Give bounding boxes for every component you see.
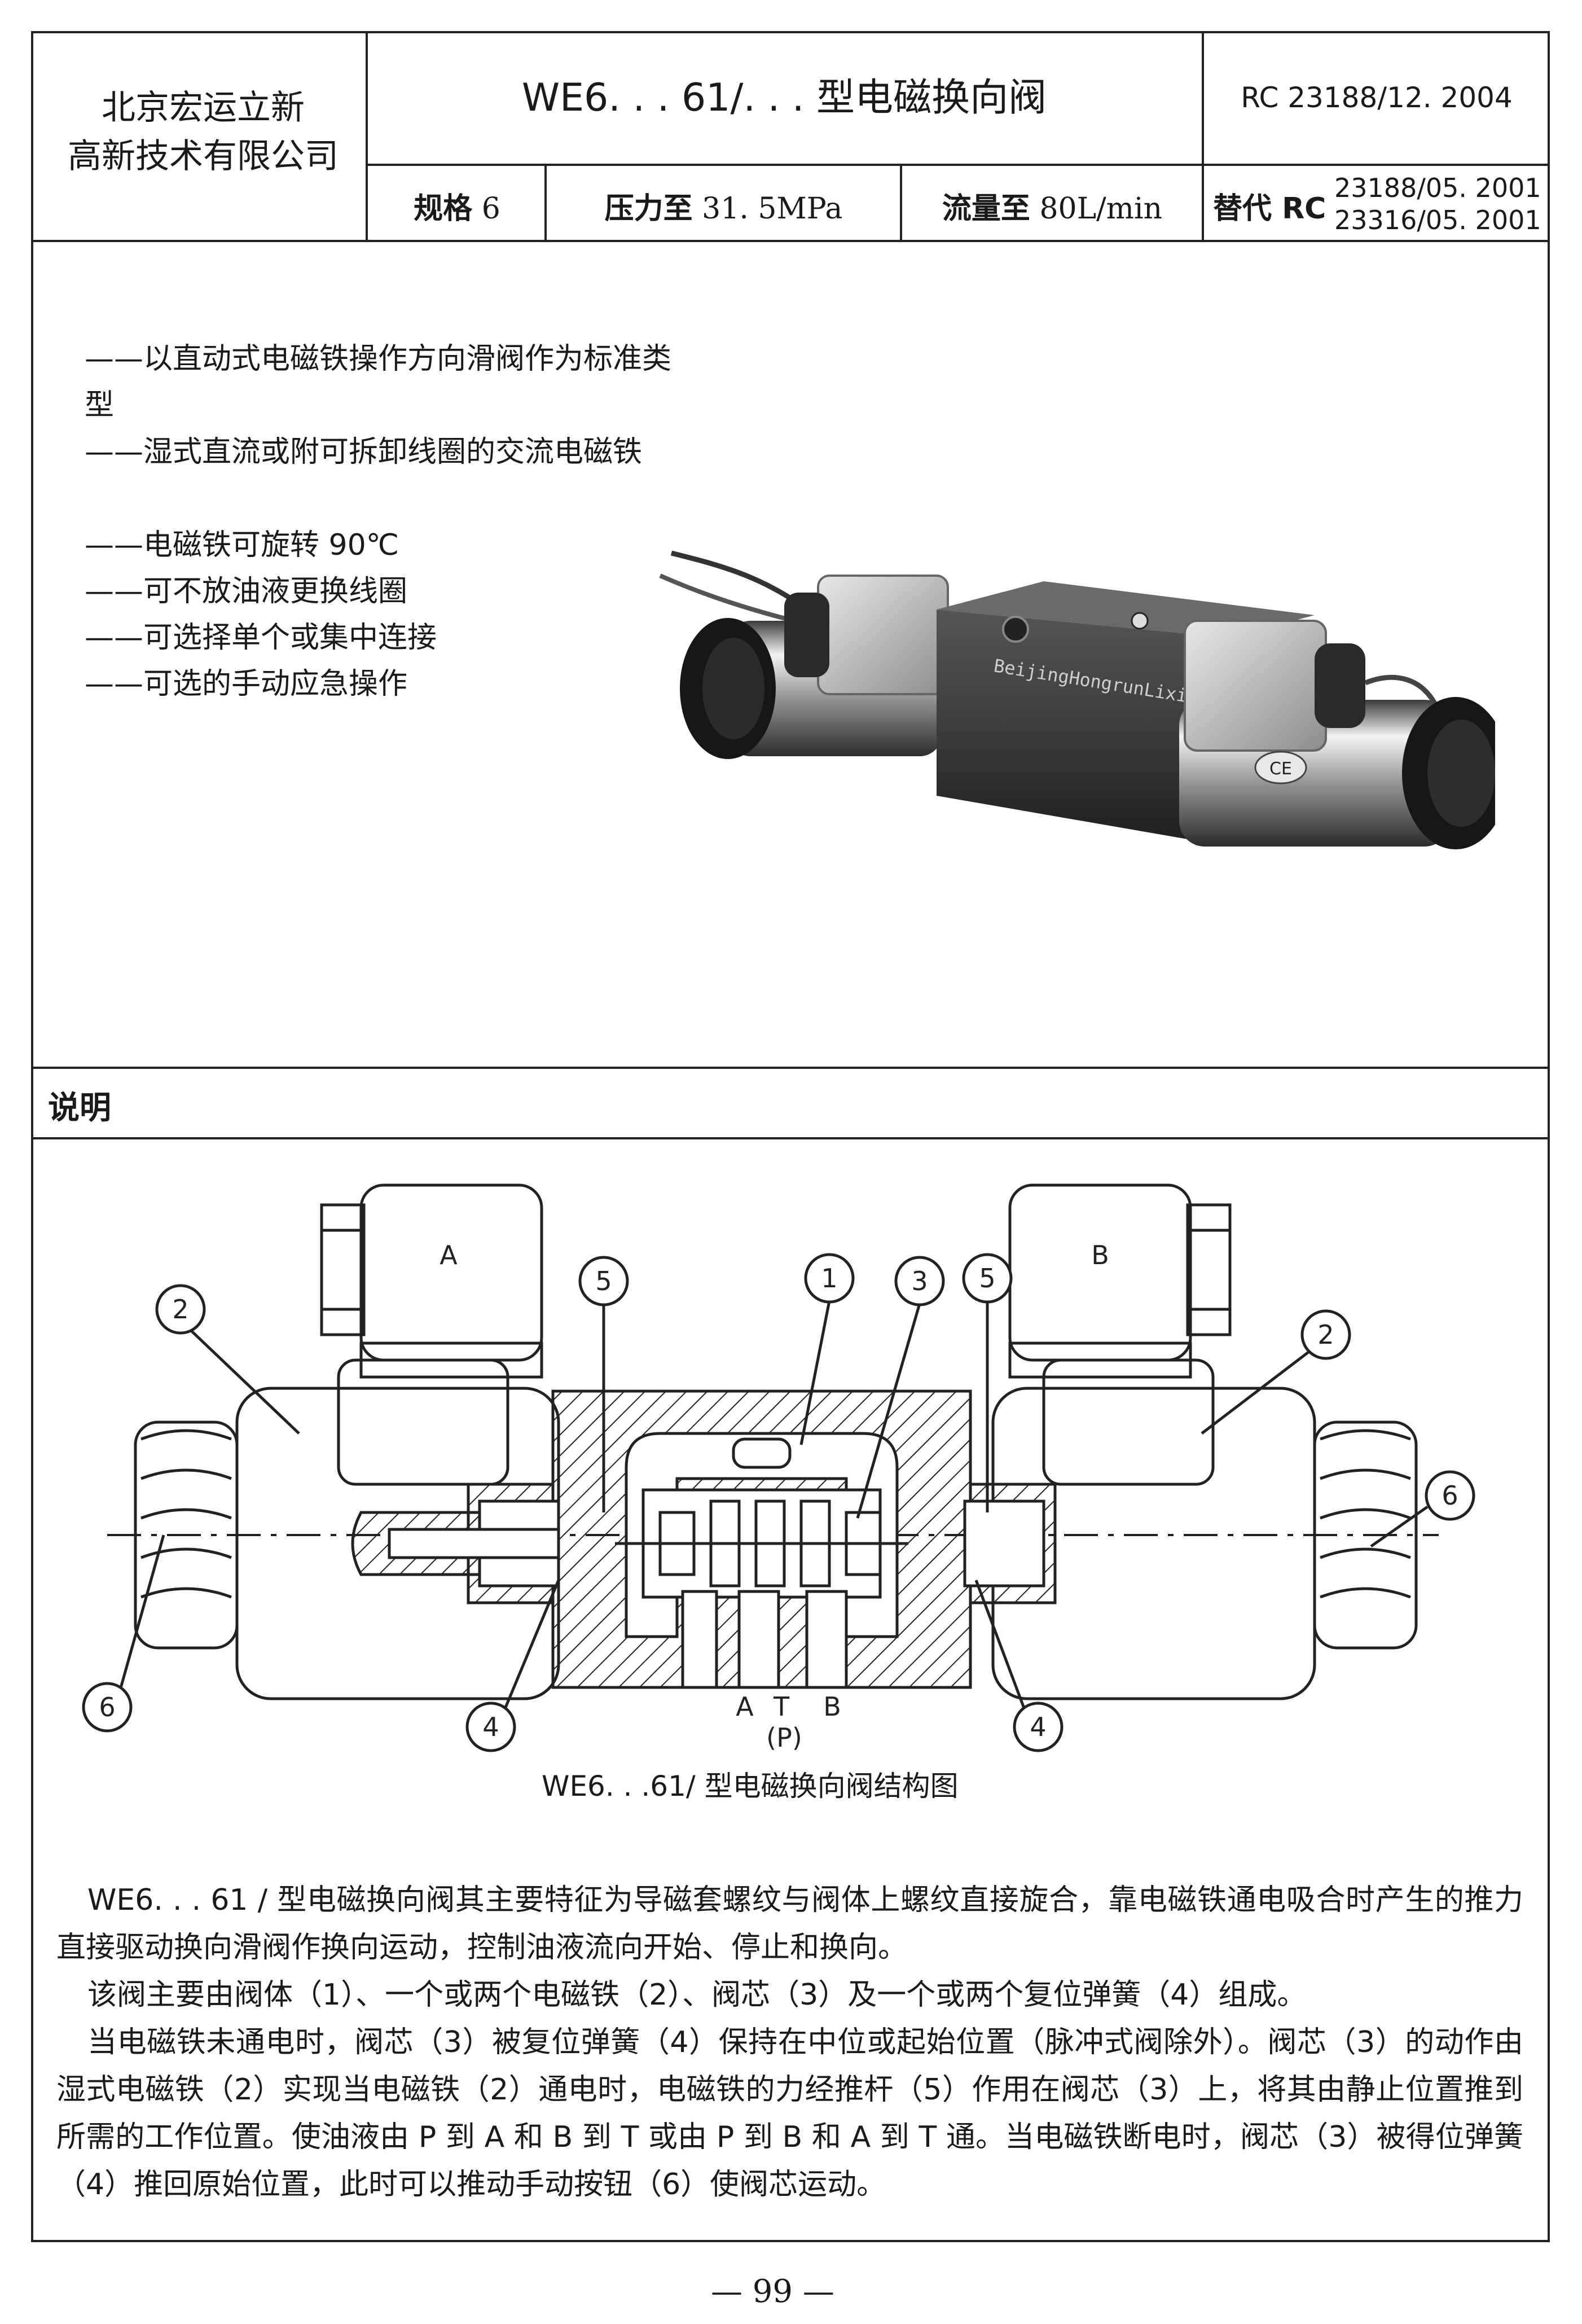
feature-item: ——湿式直流或附可拆卸线圈的交流电磁铁 <box>85 435 643 469</box>
feature-item: ——可选择单个或集中连接 <box>85 621 437 655</box>
section-bottom-rule <box>31 1137 1550 1139</box>
flow-value: 80L/min <box>1039 192 1163 226</box>
svg-text:5: 5 <box>595 1266 612 1296</box>
replaces-2: 23316/05. 2001 <box>1334 205 1541 235</box>
svg-text:2: 2 <box>172 1294 188 1325</box>
pressure-label: 压力至 <box>604 192 693 226</box>
solenoid-a-label: A <box>440 1240 458 1270</box>
callout-4-left <box>465 1702 516 1752</box>
svg-text:6: 6 <box>99 1692 115 1722</box>
svg-text:5: 5 <box>979 1263 995 1293</box>
right-connector <box>1184 620 1327 752</box>
page-frame <box>31 31 1550 2242</box>
callout-5-right <box>962 1253 1013 1304</box>
section-top-rule <box>31 1067 1550 1069</box>
flow-label: 流量至 <box>942 192 1030 226</box>
callout-6-left <box>82 1682 133 1733</box>
page-number: — 99 — <box>711 2273 834 2310</box>
port-b-label: B <box>823 1691 841 1722</box>
pressure-cell: 压力至 31. 5MPa <box>550 189 897 229</box>
company-name-line-2: 高新技术有限公司 <box>68 137 339 176</box>
spec-cell: 规格 6 <box>372 189 542 229</box>
spec-value: 6 <box>481 192 500 226</box>
page-title: WE6. . . 61/. . . 型电磁换向阀 <box>521 76 1047 120</box>
header-divider-2 <box>1202 31 1204 241</box>
callout-6-right <box>1425 1470 1475 1521</box>
feature-item: ——可不放油液更换线圈 <box>85 575 408 608</box>
header-subrow-rule <box>366 164 1550 166</box>
replaces-label: 替代 RC <box>1213 192 1326 226</box>
callout-5-left <box>578 1256 629 1306</box>
port-a-label: A <box>736 1691 754 1722</box>
company-name: 北京宏运立新 高新技术有限公司 <box>51 84 355 181</box>
svg-text:4: 4 <box>1030 1712 1046 1742</box>
port-p-label: (P) <box>766 1722 802 1753</box>
svg-text:6: 6 <box>1442 1480 1458 1511</box>
valve-photo: BeijingHongrunLixin CE <box>659 550 1495 849</box>
header-divider-1 <box>366 31 368 241</box>
callout-1 <box>804 1253 855 1304</box>
header-bottom-rule <box>31 240 1550 242</box>
left-connector <box>817 575 949 695</box>
feature-item: ——可选的手动应急操作 <box>85 667 408 701</box>
callout-2-right <box>1300 1309 1351 1360</box>
pressure-value: 31. 5MPa <box>702 192 843 226</box>
doc-number: RC 23188/12. 2004 <box>1241 81 1513 114</box>
structure-diagram: A B 2 2 6 6 4 4 5 1 3 5 A T B (P) <box>82 1183 1475 1753</box>
header-divider-3 <box>544 164 547 241</box>
company-name-line-1: 北京宏运立新 <box>102 88 305 128</box>
header-divider-4 <box>900 164 902 241</box>
callout-4-right <box>1013 1702 1064 1752</box>
svg-text:1: 1 <box>821 1263 837 1293</box>
feature-item: ——电磁铁可旋转 90℃ <box>85 528 399 562</box>
flow-cell: 流量至 80L/min <box>906 189 1199 229</box>
callout-3 <box>894 1256 945 1306</box>
replaces-1: 23188/05. 2001 <box>1334 173 1541 203</box>
description-paragraph: 当电磁铁未通电时，阀芯（3）被复位弹簧（4）保持在中位或起始位置（脉冲式阀除外）… <box>56 2025 1523 2202</box>
svg-text:3: 3 <box>911 1266 928 1296</box>
port-t-label: T <box>773 1691 790 1722</box>
callout-2-left <box>155 1284 206 1335</box>
solenoid-b-label: B <box>1091 1240 1109 1270</box>
description-paragraph: 该阀主要由阀体（1）、一个或两个电磁铁（2）、阀芯（3）及一个或两个复位弹簧（4… <box>87 1978 1307 2012</box>
svg-text:2: 2 <box>1317 1319 1334 1350</box>
diagram-caption: WE6. . .61/ 型电磁换向阀结构图 <box>542 1770 959 1803</box>
valve-body <box>937 609 1230 847</box>
description-paragraph: WE6. . . 61 / 型电磁换向阀其主要特征为导磁套螺纹与阀体上螺纹直接旋… <box>56 1883 1523 1965</box>
ce-mark: CE <box>1269 759 1292 779</box>
feature-item: ——以直动式电磁铁操作方向滑阀作为标准类型 <box>85 342 672 422</box>
spec-label: 规格 <box>414 192 473 226</box>
svg-text:4: 4 <box>482 1712 499 1742</box>
section-title: 说明 <box>48 1090 111 1126</box>
